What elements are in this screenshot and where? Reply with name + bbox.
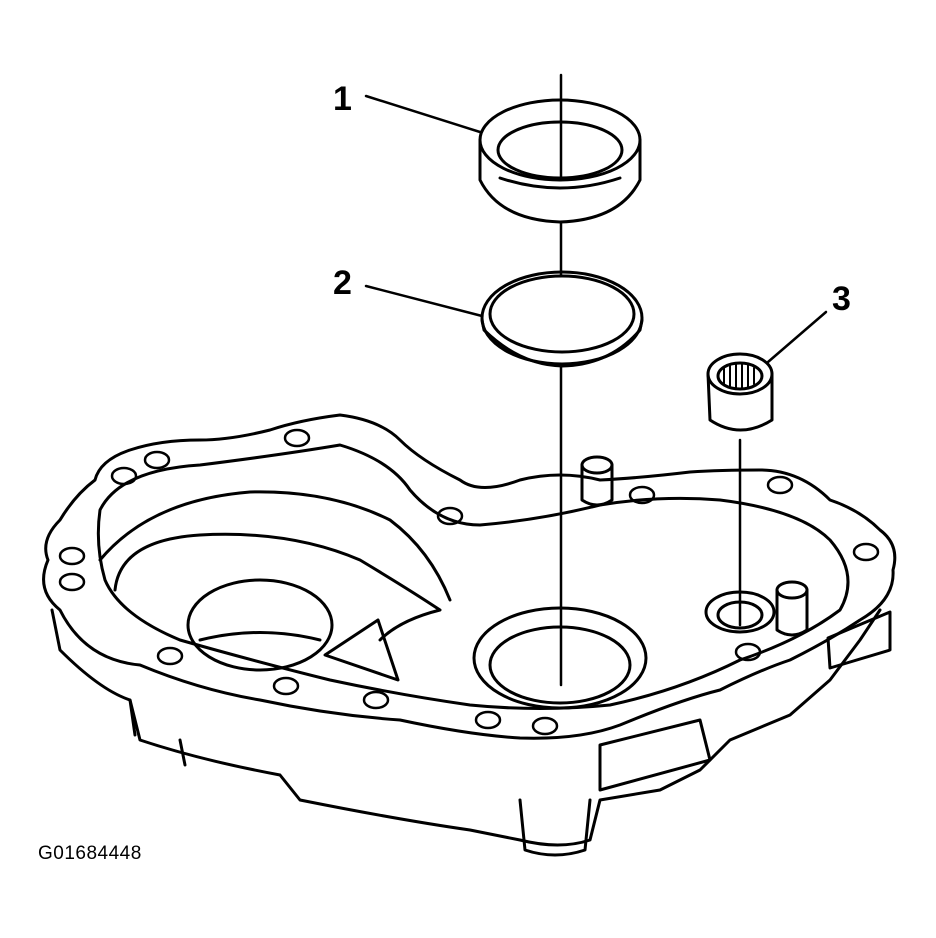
side-tab (826, 610, 892, 670)
callout-1: 1 (333, 80, 352, 118)
large-pocket (113, 532, 442, 642)
figure-id: G01684448 (38, 843, 142, 864)
cover-bottom-edge (128, 698, 592, 857)
large-pocket-rim (98, 490, 452, 602)
left-bore-depth (198, 631, 322, 642)
left-bore (186, 578, 334, 672)
leader-line-2 (364, 284, 484, 318)
part-2-seal-ring (480, 270, 644, 368)
cover-flange-inner (96, 443, 850, 710)
assembly-center-lines (559, 73, 742, 687)
transfer-case-cover (42, 413, 897, 857)
triangular-web (323, 618, 400, 682)
leader-line-1 (364, 94, 482, 134)
leader-lines (364, 94, 828, 364)
cover-flange-outline (42, 413, 897, 740)
callout-3: 3 (832, 280, 851, 318)
callout-2: 2 (333, 264, 352, 302)
bolt-holes (58, 428, 880, 736)
cover-lower-lip (598, 718, 712, 792)
cover-side-wall (50, 608, 882, 847)
dowel-pin-upper (580, 455, 614, 507)
dowel-pin-lower (775, 580, 809, 637)
leader-line-3 (766, 310, 828, 364)
part-3-needle-bearing (706, 352, 774, 432)
